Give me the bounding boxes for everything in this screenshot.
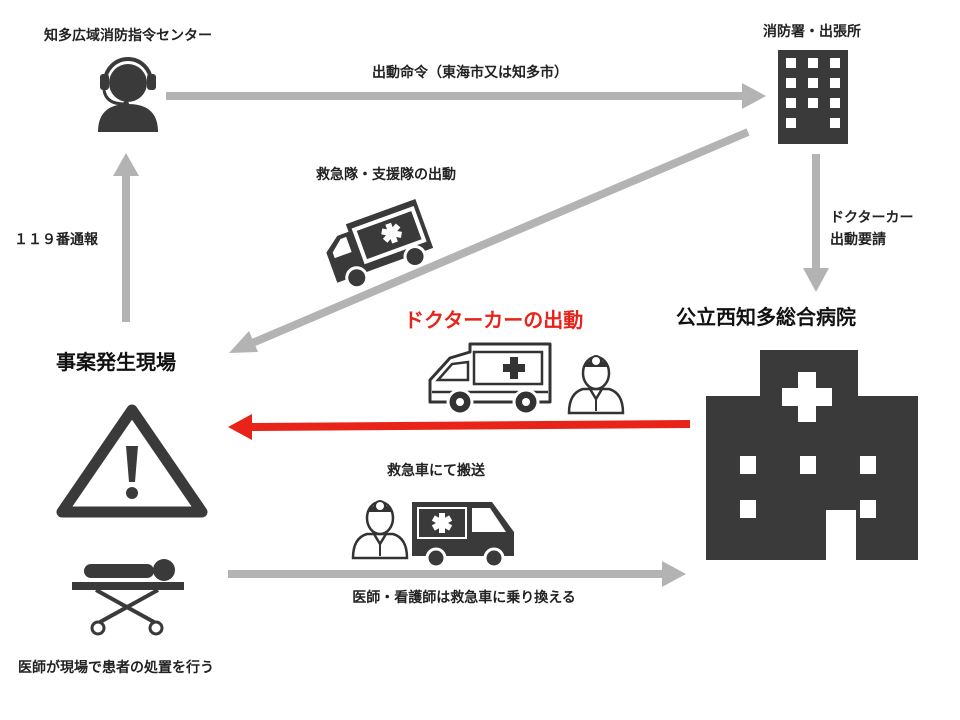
arrow-rescue-dispatch	[229, 128, 750, 353]
doctor-icon	[567, 354, 625, 415]
stretcher-patient-icon	[72, 559, 184, 636]
doctor-car-request-label-2: 出動要請	[830, 232, 886, 248]
hospital-label: 公立西知多総合病院	[676, 305, 856, 329]
arrow-dispatch-order	[166, 83, 766, 109]
arrow-doctor-car-dispatch	[228, 414, 691, 440]
ambulance-transport-label: 救急車にて搬送	[387, 463, 485, 479]
arrow-119-call	[113, 153, 139, 322]
fire-station-label: 消防署・出張所	[763, 24, 861, 40]
dispatch-center-label: 知多広域消防指令センター	[44, 28, 212, 44]
arrow-ambulance-transport	[228, 561, 686, 587]
fire-station-building-icon	[778, 50, 848, 144]
transport-doctor-icon	[351, 499, 409, 560]
doctor-car-dispatch-label: ドクターカーの出動	[404, 308, 584, 332]
dispatch-order-label: 出動命令（東海市又は知多市）	[372, 65, 568, 81]
onsite-treatment-label: 医師が現場で患者の処置を行う	[18, 660, 214, 676]
operator-headset-icon	[98, 57, 158, 132]
transfer-note-label: 医師・看護師は救急車に乗り換える	[352, 590, 576, 606]
hospital-building-icon	[706, 350, 918, 560]
warning-triangle-icon	[56, 404, 208, 518]
incident-site-label: 事案発生現場	[56, 350, 176, 374]
rescue-ambulance-icon	[326, 198, 434, 290]
call-119-label: １１９番通報	[14, 232, 98, 248]
transport-ambulance-icon	[412, 502, 514, 569]
rescue-dispatch-label: 救急隊・支援隊の出動	[316, 167, 456, 183]
doctor-car-request-label-1: ドクターカー	[830, 210, 914, 226]
doctor-car-icon	[428, 342, 552, 416]
arrow-doctor-car-request	[803, 154, 829, 292]
